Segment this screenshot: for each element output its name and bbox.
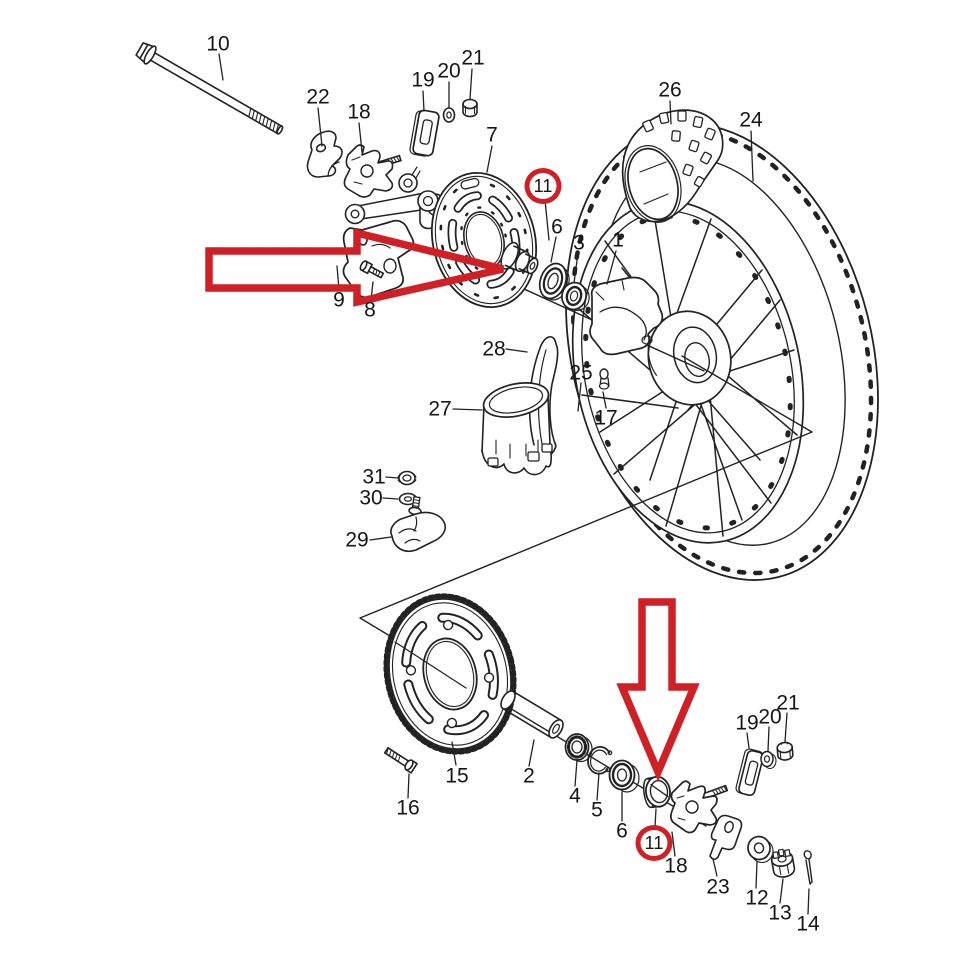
plate-23	[709, 814, 743, 861]
spacer-cap-11-bottom	[642, 775, 671, 809]
spoke-nipple-17	[598, 368, 610, 390]
highlight-arrow-down	[616, 598, 700, 782]
axle-bolt-10	[135, 42, 284, 135]
spacer-11-top	[500, 241, 539, 275]
cush-drive-27	[481, 382, 553, 476]
washer-20-bottom	[760, 750, 777, 770]
bracket-22	[306, 130, 343, 178]
hub-drum	[647, 310, 732, 406]
plate-19-bottom	[735, 748, 764, 797]
castle-nut-13	[770, 848, 796, 878]
bearing-3	[561, 281, 590, 312]
brake-disc-7	[430, 171, 538, 309]
hub-spacer-1	[589, 276, 664, 356]
bolt-16	[383, 746, 418, 774]
nut-31	[397, 470, 417, 486]
spacer-tube-2	[500, 690, 564, 739]
rim-lock-29	[390, 496, 447, 552]
washer-12	[747, 835, 774, 864]
chain-adjuster-18-bottom	[670, 780, 729, 834]
nut-21-top	[462, 98, 478, 118]
cotter-pin-14	[803, 850, 813, 885]
bearing-4	[564, 733, 593, 763]
leader-lines	[218, 53, 810, 915]
bolt-8	[359, 260, 385, 279]
bearing-6-bottom	[608, 759, 640, 793]
tire-tread-segment-26	[621, 109, 724, 223]
plate-19-top	[409, 109, 440, 157]
circlip-5	[587, 746, 613, 775]
bearing-6-top	[538, 262, 570, 301]
washer-20-top	[442, 107, 456, 123]
nut-21-bottom	[776, 741, 794, 761]
chain-adjuster-18-top	[343, 144, 402, 198]
sprocket-15	[383, 593, 517, 755]
highlight-arrow-right	[205, 228, 504, 307]
